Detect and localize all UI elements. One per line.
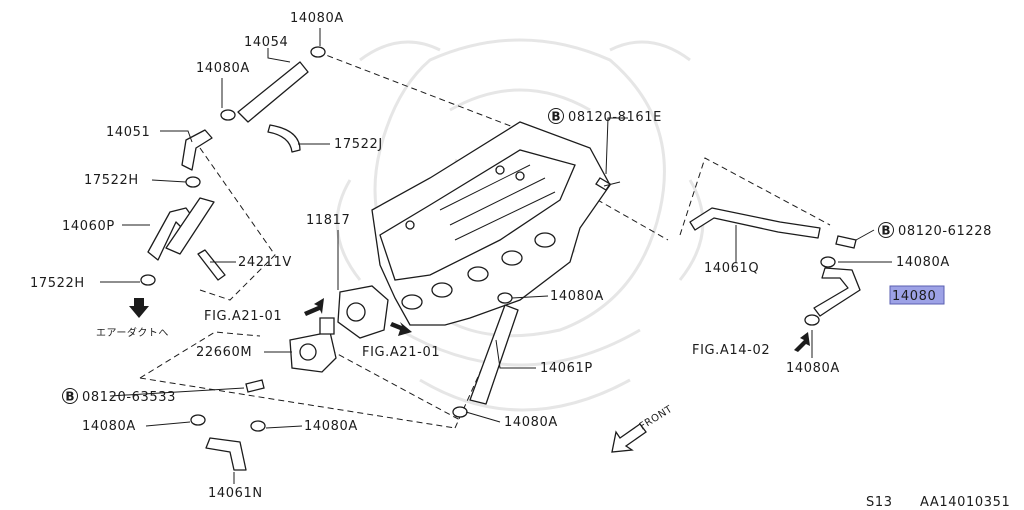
label-14061n[interactable]: 14061N [208, 486, 263, 501]
label-14080-selected[interactable]: 14080 [892, 289, 936, 304]
label-fig-a14-02[interactable]: FIG.A14-02 [692, 343, 770, 358]
valve-assembly [289, 285, 389, 373]
label-14080a-right[interactable]: 14080A [896, 255, 950, 270]
label-14061p[interactable]: 14061P [540, 361, 593, 376]
bolt-symbol-8161e: B [551, 110, 560, 124]
bolt-symbol-61228: B [881, 224, 890, 238]
label-14080a-bottom-left[interactable]: 14080A [82, 419, 136, 434]
label-08120-61228[interactable]: 08120-61228 [898, 224, 992, 239]
label-24211v[interactable]: 24211V [238, 255, 292, 270]
label-front: FRONT [638, 404, 675, 433]
label-17522j[interactable]: 17522J [334, 137, 383, 152]
arrows [129, 298, 810, 453]
label-11817[interactable]: 11817 [306, 213, 350, 228]
label-14080a-left[interactable]: 14080A [196, 61, 250, 76]
label-fig-a21-left[interactable]: FIG.A21-01 [204, 309, 282, 324]
arrow-fig-a21-left-icon [304, 298, 324, 316]
label-08120-63533[interactable]: 08120-63533 [82, 390, 176, 405]
arrow-fig-a21-center-icon [390, 322, 412, 336]
label-14080a-right-bottom[interactable]: 14080A [786, 361, 840, 376]
label-22660m[interactable]: 22660M [196, 345, 252, 360]
bolt-symbol-63533: B [65, 390, 74, 404]
selected-part-highlight[interactable] [889, 285, 945, 305]
intake-manifold [371, 121, 611, 326]
down-arrow-icon [129, 298, 149, 318]
label-14051[interactable]: 14051 [106, 125, 150, 140]
label-14080a-mid[interactable]: 14080A [550, 289, 604, 304]
part-labels: 14080A 14054 14080A 14051 17522J 17522H … [30, 11, 1010, 510]
label-model: S13 [866, 495, 893, 510]
label-14054[interactable]: 14054 [244, 35, 288, 50]
label-14080a-low[interactable]: 14080A [504, 415, 558, 430]
leader-lines [100, 28, 892, 484]
bolts [245, 177, 857, 393]
label-14080a-bottom-center[interactable]: 14080A [304, 419, 358, 434]
hoses [147, 61, 861, 471]
label-14061q[interactable]: 14061Q [704, 261, 759, 276]
label-14080a-top[interactable]: 14080A [290, 11, 344, 26]
arrow-fig-a14-icon [794, 332, 810, 352]
label-fig-a21-center[interactable]: FIG.A21-01 [362, 345, 440, 360]
front-arrow-icon [611, 423, 647, 453]
label-17522h-top[interactable]: 17522H [84, 173, 139, 188]
bolt-symbols: B B B [62, 108, 894, 404]
label-08120-8161e[interactable]: 08120-8161E [568, 110, 662, 125]
label-diagram-code: AA14010351 [920, 495, 1010, 510]
label-air-duct: エアーダクトへ [96, 326, 169, 339]
label-14060p[interactable]: 14060P [62, 219, 115, 234]
label-17522h-bottom[interactable]: 17522H [30, 276, 85, 291]
